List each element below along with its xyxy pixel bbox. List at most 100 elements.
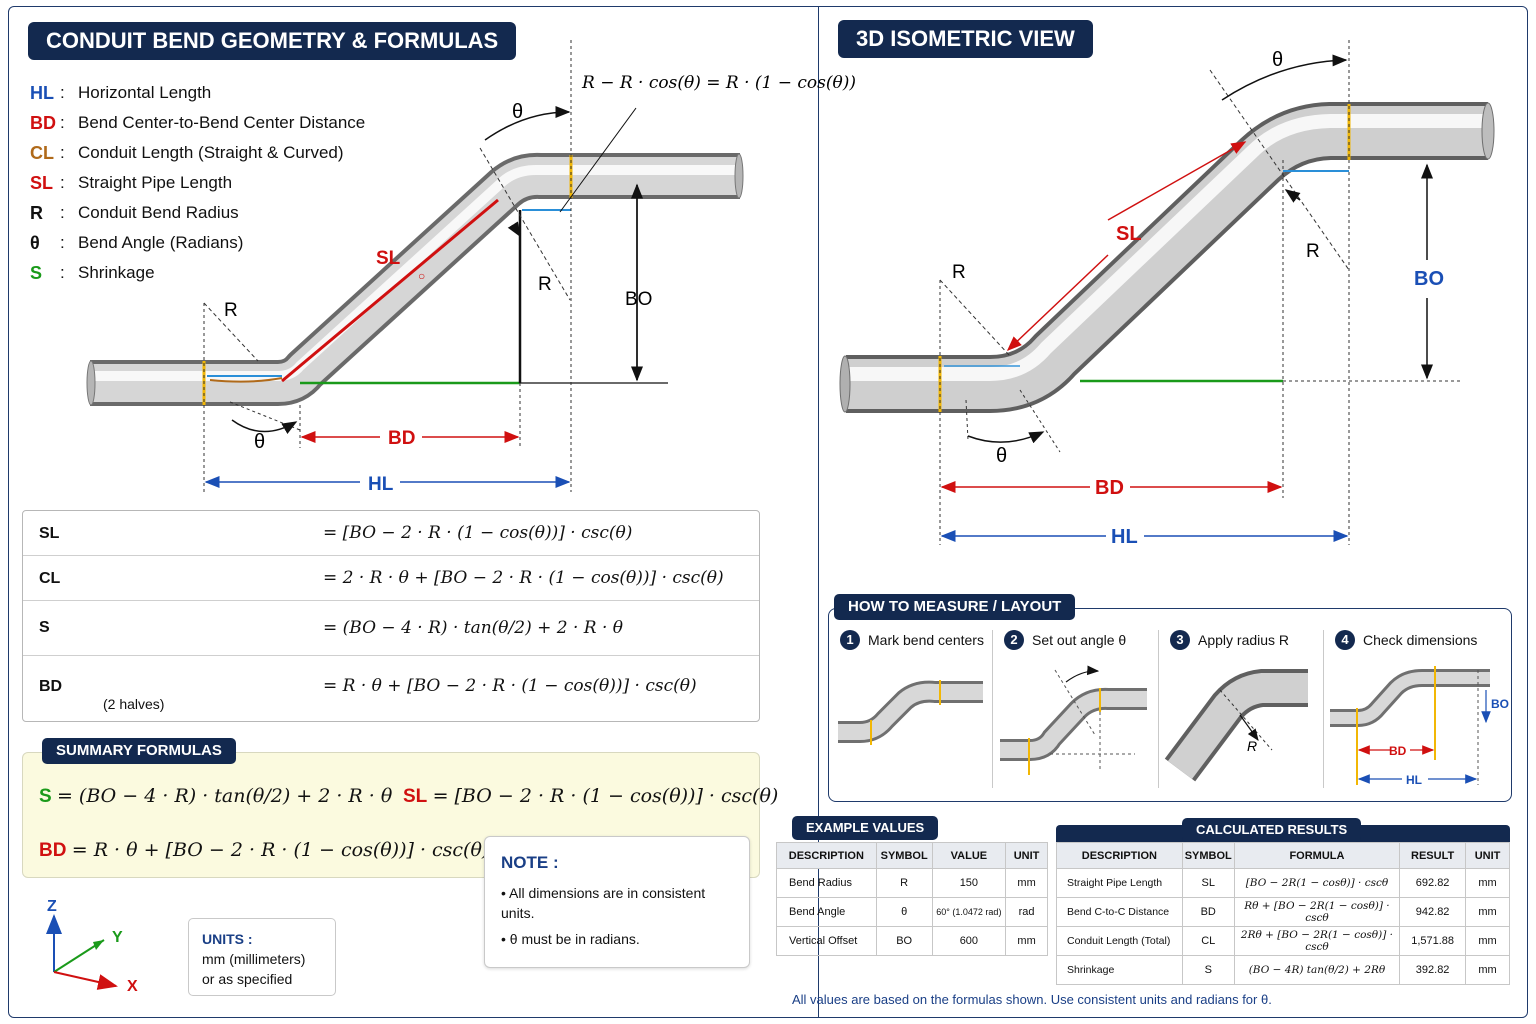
table-cell: BO [875,926,933,956]
table-cell: mm [1465,926,1510,956]
legend-symbol: R [30,202,43,223]
example-values-table: DESCRIPTION SYMBOL VALUE UNIT Bend Radiu… [776,842,1048,956]
legend-row-bd: BD:Bend Center-to-Bend Center Distance [30,112,366,133]
left-dimensions: R − R · cos(θ) = R · (1 − cos(θ)) θ θ R … [203,40,856,495]
step-divider [992,630,993,788]
step4-hl-label: HL [1406,773,1422,787]
note-item: • All dimensions are in consistent units… [501,885,706,921]
legend-symbol: θ [30,232,40,253]
summary-title: SUMMARY FORMULAS [42,738,236,764]
summary-s: S = (BO − 4 · R) · tan(θ/2) + 2 · R · θ [39,785,392,808]
column-header: VALUE [931,842,1007,869]
example-title: EXAMPLE VALUES [792,816,939,840]
formula-expression: = R · θ + [BO − 2 · R · (1 − cos(θ))] · … [323,676,697,696]
iso-pipe-end-left [839,355,851,413]
table-cell: Bend Radius [776,868,877,898]
howto-panel [828,608,1512,802]
formula-row-sl: SL = [BO − 2 · R · (1 − cos(θ))] · csc(θ… [23,511,759,556]
legend-symbol: CL [30,142,54,163]
formula-table: SL = [BO − 2 · R · (1 − cos(θ))] · csc(θ… [22,510,760,722]
table-row: Bend Radius R 150 mm [776,868,1048,898]
units-line: or as specified [202,971,293,987]
step-text: Apply radius R [1198,632,1290,648]
step-text: Set out angle θ [1032,632,1127,648]
formula-row-bd: BD = R · θ + [BO − 2 · R · (1 − cos(θ))]… [23,656,759,723]
table-header-row: DESCRIPTION SYMBOL VALUE UNIT [776,842,1048,869]
units-title: UNITS : [202,931,253,947]
bo-label: BO [625,289,652,310]
table-cell: Shrinkage [1056,955,1183,985]
theta-label-bottom: θ [254,431,265,453]
table-cell: Vertical Offset [776,926,877,956]
results-title: CALCULATED RESULTS [1182,818,1362,842]
iso-dimensions: θ θ R R SL BO BD HL [939,40,1444,548]
iso-title: 3D ISOMETRIC VIEW [838,20,1093,58]
column-header: DESCRIPTION [776,842,877,869]
iso-pipe-end-right [1481,102,1495,160]
summary-bd-expr: = R · θ + [BO − 2 · R · (1 − cos(θ))] · … [71,839,490,861]
table-cell: Conduit Length (Total) [1056,926,1183,956]
left-pipe: ○ [86,152,744,406]
legend-symbol: SL [30,172,54,193]
pipe-end-left [86,360,96,406]
column-header: DESCRIPTION [1056,842,1183,869]
step-number: 3 [1170,630,1190,650]
summary-sl-expr: = [BO − 2 · R · (1 − cos(θ))] · csc(θ) [432,785,779,807]
iso-pipe [839,102,1495,413]
legend-description: Conduit Bend Radius [78,203,239,222]
step4-bd-label: BD [1389,744,1407,758]
table-cell: mm [1465,955,1510,985]
column-header: UNIT [1465,842,1510,869]
table-row: Vertical Offset BO 600 mm [776,926,1048,956]
legend-symbol: HL [30,82,54,103]
table-cell: [BO − 2R(1 − cosθ)] · cscθ [1233,868,1401,898]
iso-sl-label: SL [1116,223,1142,245]
table-cell: mm [1005,926,1048,956]
legend-description: Shrinkage [78,263,155,282]
step4-bo-label: BO [1491,697,1509,711]
iso-bd-label: BD [1095,477,1124,499]
table-cell: SL [1181,868,1235,898]
r-label-left: R [224,300,238,321]
column-header: UNIT [1005,842,1048,869]
symbol-legend: HL:Horizontal Length BD:Bend Center-to-B… [30,78,365,288]
iso-bo-label: BO [1414,268,1444,290]
table-cell: Bend C-to-C Distance [1056,897,1183,927]
formula-expression: = [BO − 2 · R · (1 − cos(θ))] · csc(θ) [323,523,633,543]
note-item: • θ must be in radians. [501,931,640,947]
formula-symbol: BD [39,678,63,695]
column-header: SYMBOL [1181,842,1235,869]
table-cell: CL [1181,926,1235,956]
table-cell: (BO − 4R) tan(θ/2) + 2Rθ [1233,955,1401,985]
table-cell: Straight Pipe Length [1056,868,1183,898]
table-cell: Rθ + [BO − 2R(1 − cosθ)] · cscθ [1233,897,1401,927]
step3-r-label: R [1247,738,1257,754]
legend-symbol: BD [30,112,56,133]
table-row: Bend Angle θ 60° (1.0472 rad) rad [776,897,1048,927]
table-cell: 60° (1.0472 rad) [931,897,1007,927]
theta-label-top: θ [512,101,523,123]
formula-symbol: SL [39,525,60,542]
sl-label: SL [376,248,401,269]
page-frame [8,6,1528,1018]
table-cell: 150 [931,868,1007,898]
iso-r-right: R [1306,241,1320,262]
bd-label: BD [388,428,415,449]
summary-bd-symbol: BD [39,840,67,861]
table-cell: mm [1465,868,1510,898]
formula-row-s: S = (BO − 4 · R) · tan(θ/2) + 2 · R · θ [23,601,759,656]
table-cell: mm [1465,897,1510,927]
table-cell: 600 [931,926,1007,956]
circle-mark: ○ [418,269,425,283]
legend-row-s: S:Shrinkage [30,262,155,283]
summary-s-symbol: S [39,786,52,807]
column-header: RESULT [1399,842,1467,869]
step-number: 4 [1335,630,1355,650]
note-box: NOTE : • All dimensions are in consisten… [484,836,750,968]
table-cell: S [1181,955,1235,985]
iso-theta-top: θ [1272,49,1283,71]
formula-expression: = 2 · R · θ + [BO − 2 · R · (1 − cos(θ))… [323,568,724,588]
results-table: DESCRIPTION SYMBOL FORMULA RESULT UNIT S… [1056,842,1510,985]
step-thumbnails: R BO BD HL [838,665,1509,787]
